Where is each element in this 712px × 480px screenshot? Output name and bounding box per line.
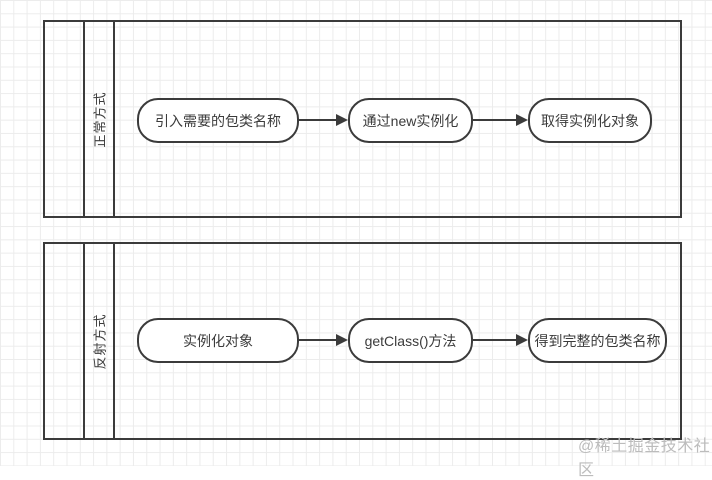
lane-label-reflection: 反射方式 bbox=[92, 312, 108, 370]
arrow-line bbox=[473, 118, 516, 122]
arrow-line bbox=[473, 338, 516, 342]
flow-arrow bbox=[299, 113, 348, 127]
flow-arrow bbox=[473, 113, 528, 127]
lane-title-strip: 正常方式 bbox=[85, 22, 115, 216]
flow-node-import-package: 引入需要的包类名称 bbox=[137, 98, 299, 143]
pool-title-strip bbox=[45, 22, 85, 216]
pool-title-strip bbox=[45, 244, 85, 438]
arrow-line bbox=[299, 338, 336, 342]
arrow-head-icon bbox=[516, 114, 528, 126]
flow-node-full-package-name: 得到完整的包类名称 bbox=[528, 318, 667, 363]
watermark: @稀土掘金技术社区 bbox=[578, 438, 711, 479]
arrow-head-icon bbox=[516, 334, 528, 346]
swimlane-normal: 正常方式 引入需要的包类名称 通过new实例化 取得实例化对象 bbox=[43, 20, 682, 218]
flow-node-get-instance: 取得实例化对象 bbox=[528, 98, 652, 143]
flow-arrow bbox=[473, 333, 528, 347]
arrow-head-icon bbox=[336, 334, 348, 346]
swimlane-reflection: 反射方式 实例化对象 getClass()方法 得到完整的包类名称 bbox=[43, 242, 682, 440]
lane-label-normal: 正常方式 bbox=[92, 90, 108, 148]
arrow-line bbox=[299, 118, 336, 122]
flow-node-instance-object: 实例化对象 bbox=[137, 318, 299, 363]
flow-node-new-instantiate: 通过new实例化 bbox=[348, 98, 473, 143]
lane-title-strip: 反射方式 bbox=[85, 244, 115, 438]
flow-arrow bbox=[299, 333, 348, 347]
arrow-head-icon bbox=[336, 114, 348, 126]
flow-node-getclass-method: getClass()方法 bbox=[348, 318, 473, 363]
